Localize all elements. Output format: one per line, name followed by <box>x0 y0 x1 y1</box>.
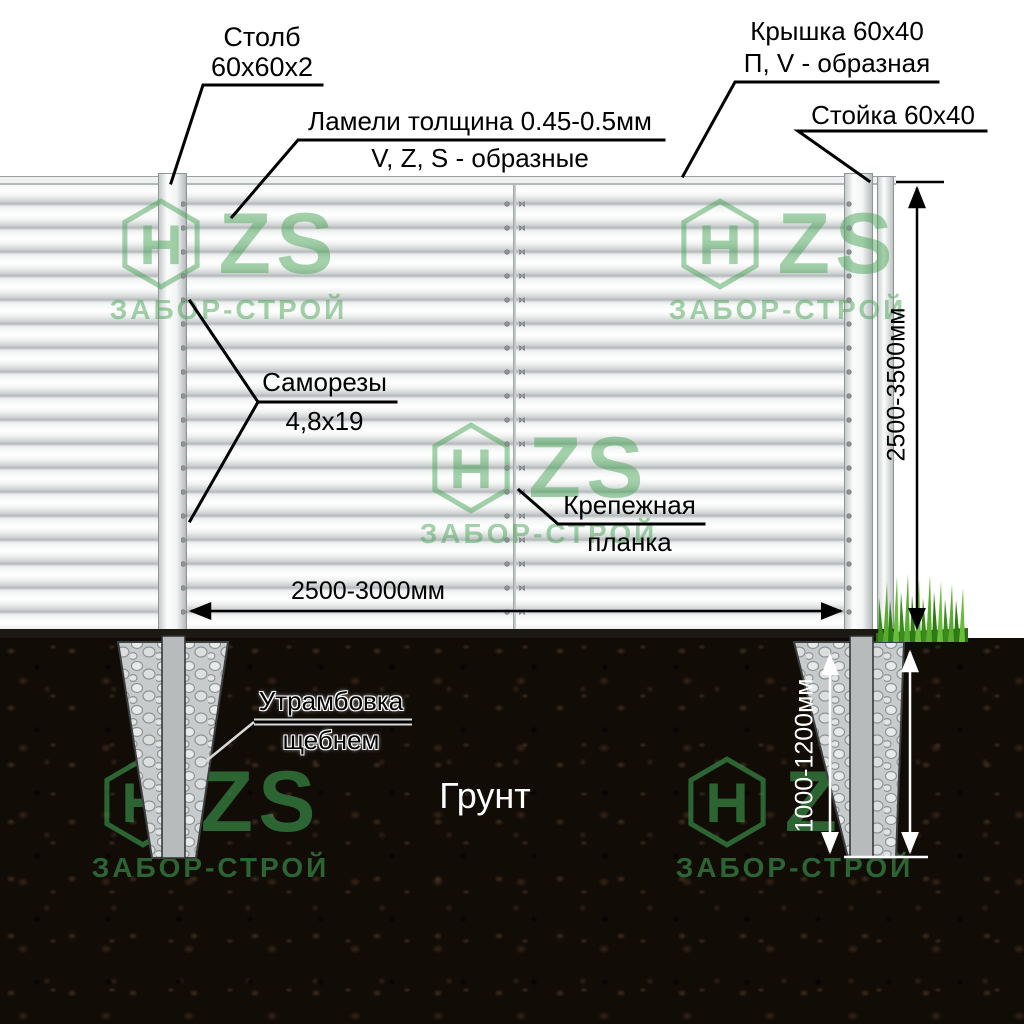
label-lamellae-line1: Ламели толщина 0.45-0.5мм <box>308 106 652 136</box>
label-tamping-line1: Утрамбовка <box>258 686 404 716</box>
label-cap-line2: П, V - образная <box>743 48 931 78</box>
label-mount-strip-line2: планка <box>587 527 672 557</box>
fence-post-right <box>844 173 873 638</box>
dimension-text-span-width: 2500-3000мм <box>291 577 445 605</box>
label-screws-line1: Саморезы <box>262 367 387 397</box>
dimension-text-fence-height: 2500-3500мм <box>882 307 911 462</box>
label-lamellae-line2: V, Z, S - образные <box>371 143 589 173</box>
label-tamping-line2: щебнем <box>282 725 380 755</box>
label-screws-line2: 4,8х19 <box>285 406 364 436</box>
fence-top-cap <box>0 176 896 185</box>
label-cap-line1: Крышка 60х40 <box>750 16 924 46</box>
label-mount-strip-line1: Крепежная <box>563 490 696 520</box>
panel-joint-seam <box>513 185 516 632</box>
soil <box>0 638 1024 1024</box>
label-ground: Грунт <box>439 775 531 816</box>
fence-post-left <box>158 173 187 638</box>
label-post-line1: Столб <box>223 22 301 52</box>
label-post-line2: 60х60х2 <box>210 52 314 82</box>
leader-line-stand <box>793 129 988 184</box>
dimension-text-post-depth: 1000-1200мм <box>790 678 819 833</box>
fence-lamellae-panel <box>0 185 845 632</box>
fence-bottom-shadow <box>0 629 896 640</box>
label-stand: Стойка 60х40 <box>811 100 975 130</box>
